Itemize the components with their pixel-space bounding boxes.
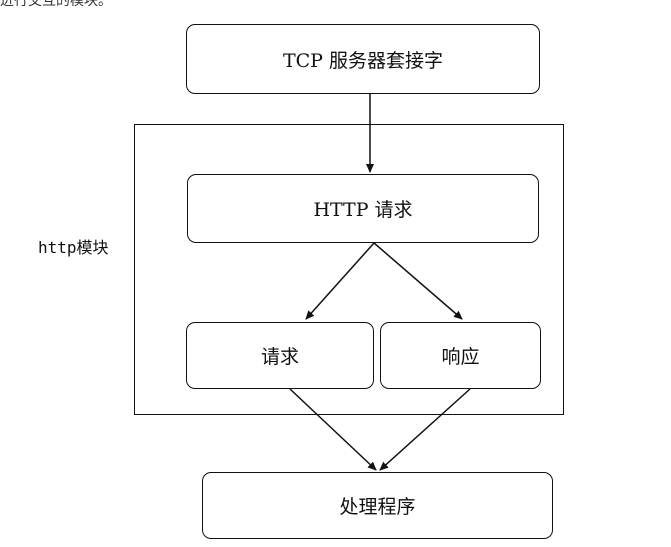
http-module-container <box>134 124 564 415</box>
arrow-http-to-request <box>305 242 375 320</box>
arrow-response-to-handler <box>379 388 471 471</box>
http-module-label: http模块 <box>38 238 109 257</box>
arrow-request-to-handler <box>289 388 377 471</box>
response-node: 响应 <box>380 322 541 389</box>
handler-node: 处理程序 <box>202 472 553 539</box>
request-node: 请求 <box>186 322 374 389</box>
tcp-server-socket-node: TCP 服务器套接字 <box>186 24 540 94</box>
http-request-node: HTTP 请求 <box>187 174 539 243</box>
cropped-top-text: 进行交互的模块。 <box>0 0 112 9</box>
arrow-http-to-response <box>373 242 463 320</box>
